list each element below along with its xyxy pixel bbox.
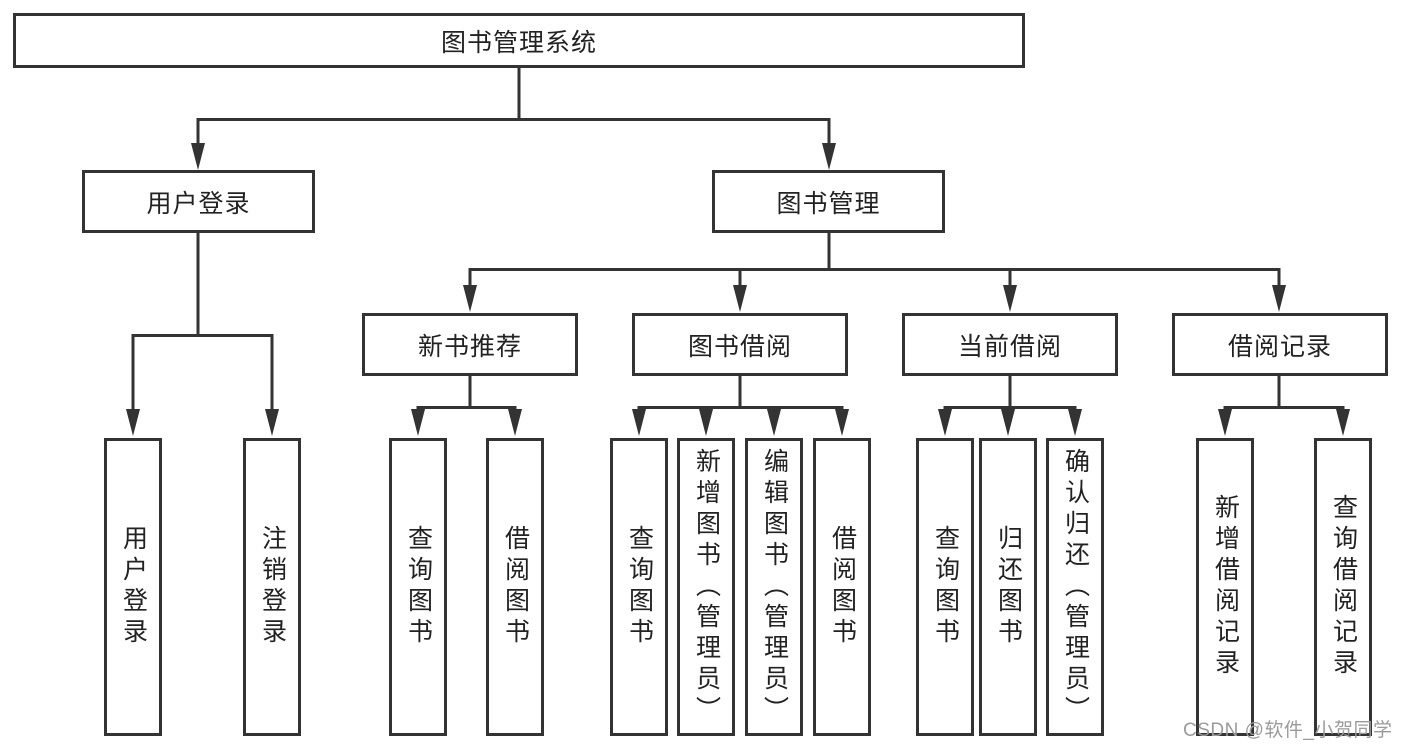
leaf-logout-label: 注销登录 xyxy=(258,525,287,649)
arrow-to-leaf-user-login xyxy=(126,409,140,436)
leaf-user-login-label: 用户登录 xyxy=(119,525,148,649)
leaf-newbooks-query-label: 查询图书 xyxy=(404,525,433,649)
node-book-borrow: 图书借阅 xyxy=(632,313,848,376)
arrow-to-current-borrow xyxy=(1003,285,1017,312)
node-user-login: 用户登录 xyxy=(82,170,315,233)
arrow-to-leaf-borrow-query xyxy=(632,409,646,436)
leaf-current-query-label: 查询图书 xyxy=(931,525,960,649)
arrow-to-leaf-records-add xyxy=(1218,409,1232,436)
arrow-to-new-books xyxy=(463,285,477,312)
leaf-newbooks-borrow: 借阅图书 xyxy=(486,438,544,736)
node-root: 图书管理系统 xyxy=(13,13,1025,68)
leaf-logout: 注销登录 xyxy=(243,438,301,736)
node-root-label: 图书管理系统 xyxy=(440,28,597,57)
arrow-to-leaf-borrow-add xyxy=(699,409,713,436)
arrow-to-leaf-records-query xyxy=(1336,409,1350,436)
node-current-borrow-label: 当前借阅 xyxy=(957,332,1062,361)
node-new-books: 新书推荐 xyxy=(362,313,578,376)
leaf-borrow-add-label: 新增图书（管理员） xyxy=(692,447,721,727)
node-book-mgmt-label: 图书管理 xyxy=(776,189,881,218)
leaf-current-return-label: 归还图书 xyxy=(994,525,1023,649)
leaf-borrow-borrow-label: 借阅图书 xyxy=(828,525,857,649)
arrow-to-book-mgmt xyxy=(822,143,836,170)
node-user-login-label: 用户登录 xyxy=(146,189,251,218)
leaf-borrow-query-label: 查询图书 xyxy=(625,525,654,649)
arrow-to-book-borrow xyxy=(733,285,747,312)
leaf-newbooks-query: 查询图书 xyxy=(389,438,447,736)
leaf-newbooks-borrow-label: 借阅图书 xyxy=(501,525,530,649)
arrow-to-leaf-current-confirm xyxy=(1068,409,1082,436)
arrow-to-leaf-borrow-borrow xyxy=(835,409,849,436)
leaf-current-return: 归还图书 xyxy=(979,438,1037,736)
csdn-watermark: CSDN @软件_小贺同学 xyxy=(1183,720,1393,741)
node-borrow-records: 借阅记录 xyxy=(1172,313,1388,376)
leaf-borrow-query: 查询图书 xyxy=(610,438,668,736)
leaf-records-add-label: 新增借阅记录 xyxy=(1211,494,1240,680)
arrow-to-leaf-current-query xyxy=(938,409,952,436)
leaf-records-query-label: 查询借阅记录 xyxy=(1329,494,1358,680)
node-current-borrow: 当前借阅 xyxy=(902,313,1118,376)
node-new-books-label: 新书推荐 xyxy=(417,332,522,361)
leaf-borrow-edit: 编辑图书（管理员） xyxy=(745,438,803,736)
leaf-records-add: 新增借阅记录 xyxy=(1196,438,1254,736)
arrow-to-user-login xyxy=(191,143,205,170)
leaf-records-query: 查询借阅记录 xyxy=(1314,438,1372,736)
leaf-borrow-add: 新增图书（管理员） xyxy=(677,438,735,736)
node-book-borrow-label: 图书借阅 xyxy=(687,332,792,361)
leaf-current-confirm-label: 确认归还（管理员） xyxy=(1061,447,1090,727)
leaf-current-confirm: 确认归还（管理员） xyxy=(1046,438,1104,736)
leaf-borrow-edit-label: 编辑图书（管理员） xyxy=(760,447,789,727)
arrow-to-leaf-newbooks-borrow xyxy=(508,409,522,436)
arrow-to-leaf-current-return xyxy=(1001,409,1015,436)
leaf-borrow-borrow: 借阅图书 xyxy=(813,438,871,736)
arrow-to-leaf-logout xyxy=(265,409,279,436)
arrow-to-leaf-newbooks-query xyxy=(411,409,425,436)
arrowheads xyxy=(126,143,1350,436)
connector-lines xyxy=(131,68,1345,411)
node-borrow-records-label: 借阅记录 xyxy=(1227,332,1332,361)
leaf-current-query: 查询图书 xyxy=(916,438,974,736)
leaf-user-login: 用户登录 xyxy=(104,438,162,736)
arrow-to-borrow-records xyxy=(1272,285,1286,312)
arrow-to-leaf-borrow-edit xyxy=(767,409,781,436)
node-book-mgmt: 图书管理 xyxy=(712,170,945,233)
